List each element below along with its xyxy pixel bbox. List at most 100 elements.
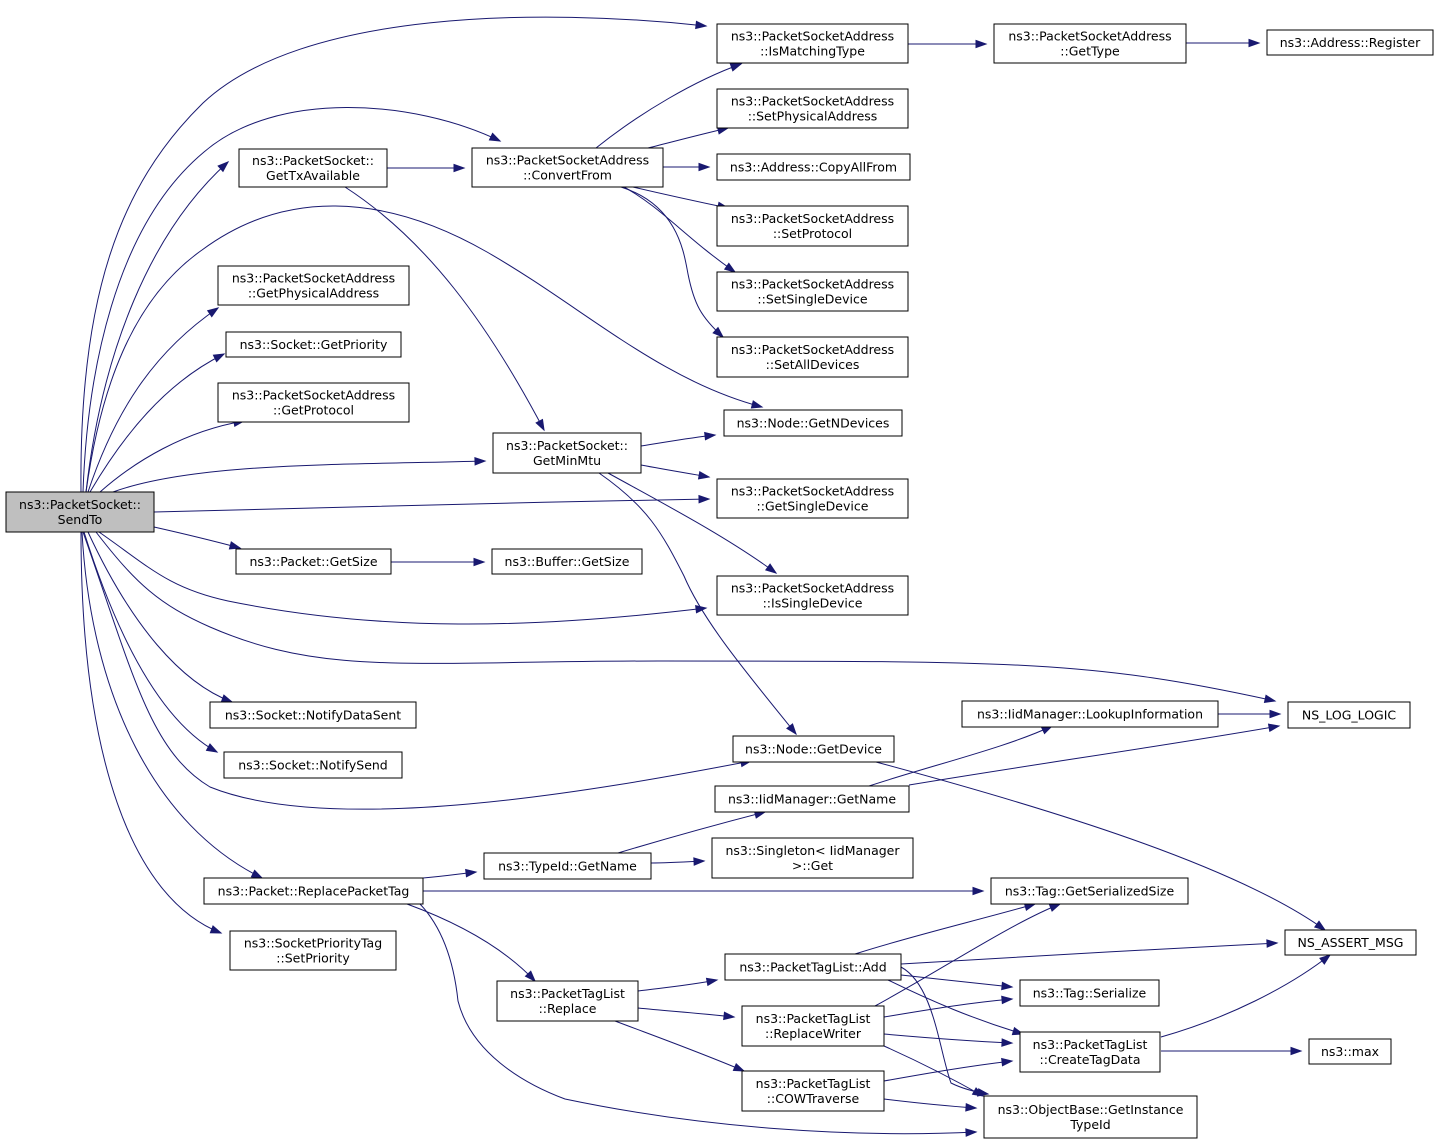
node-ismatchingtype[interactable]: ns3::PacketSocketAddress::IsMatchingType (716, 23, 909, 64)
node-box (723, 409, 903, 437)
node-copyallfrom[interactable]: ns3::Address::CopyAllFrom (716, 153, 911, 181)
call-nodes: ns3::PacketSocket::SendTons3::PacketSock… (5, 23, 1434, 1139)
edge-SendTo-to-GetProtocol (99, 418, 246, 493)
node-createtagdata[interactable]: ns3::PacketTagList::CreateTagData (1019, 1031, 1161, 1073)
node-register[interactable]: ns3::Address::Register (1266, 29, 1434, 56)
edge-line (883, 1060, 1013, 1082)
node-gettxavailable[interactable]: ns3::PacketSocket::GetTxAvailable (238, 148, 388, 188)
node-label: ns3::PacketTagList (1033, 1037, 1148, 1052)
node-setphysicaladdress[interactable]: ns3::PacketSocketAddress::SetPhysicalAdd… (716, 88, 909, 129)
edge-COWTraverse-to-CreateTagData (883, 1057, 1014, 1082)
node-convertfrom[interactable]: ns3::PacketSocketAddress::ConvertFrom (471, 147, 664, 188)
edge-line (640, 434, 716, 447)
node-sendto[interactable]: ns3::PacketSocket::SendTo (5, 491, 155, 533)
arrowhead (212, 353, 226, 363)
node-box (492, 432, 642, 474)
node-box (990, 877, 1189, 905)
node-tagserialize[interactable]: ns3::Tag::Serialize (1019, 979, 1160, 1007)
node-label: TypeId (1069, 1117, 1110, 1132)
edge-TypeIdGetName-to-IidGetName (617, 810, 767, 854)
edge-line (620, 186, 724, 338)
arrowhead (695, 20, 708, 30)
edge-ReplacePacketTag-to-GetInstanceTypeId (419, 903, 978, 1137)
node-getphysicaladdress[interactable]: ns3::PacketSocketAddress::GetPhysicalAdd… (217, 265, 410, 306)
arrowhead (723, 262, 737, 273)
node-ptladd[interactable]: ns3::PacketTagList::Add (724, 953, 902, 981)
edge-SendTo-to-SetPriority (80, 531, 223, 934)
node-getndevices[interactable]: ns3::Node::GetNDevices (723, 409, 903, 437)
edge-ReplaceWriter-to-GetInstanceTypeId (883, 1045, 985, 1097)
edge-PTLAdd-to-NS_ASSERT_MSG (900, 939, 1279, 965)
edge-line (80, 16, 707, 493)
edge-line (874, 903, 1061, 1007)
node-box (217, 382, 410, 423)
node-cowtraverse[interactable]: ns3::PacketTagList::COWTraverse (741, 1070, 885, 1112)
node-getdevice[interactable]: ns3::Node::GetDevice (732, 735, 895, 763)
edge-line (153, 498, 710, 513)
node-gettypeaddr[interactable]: ns3::PacketSocketAddress::GetType (993, 23, 1187, 64)
node-ns_assert_msg[interactable]: NS_ASSERT_MSG (1284, 929, 1417, 956)
node-replacepackettag[interactable]: ns3::Packet::ReplacePacketTag (203, 877, 424, 905)
edge-line (623, 186, 736, 273)
arrowhead (1001, 981, 1014, 991)
node-iidgetname[interactable]: ns3::IidManager::GetName (714, 785, 910, 813)
node-setprotocol[interactable]: ns3::PacketSocketAddress::SetProtocol (716, 205, 909, 247)
node-box (716, 271, 909, 312)
arrowhead (972, 886, 985, 896)
arrowhead (965, 1128, 978, 1137)
node-typeidgetname[interactable]: ns3::TypeId::GetName (483, 852, 652, 880)
node-label: ::GetProtocol (273, 403, 354, 418)
node-label: ns3::PacketSocketAddress (731, 342, 894, 357)
arrowhead (205, 743, 219, 753)
edge-SendTo-to-GetTxAvailable (85, 161, 230, 493)
node-socketgetpriority[interactable]: ns3::Socket::GetPriority (225, 331, 402, 358)
node-lookupinformation[interactable]: ns3::IidManager::LookupInformation (961, 700, 1219, 728)
node-ns_log_logic[interactable]: NS_LOG_LOGIC (1287, 701, 1411, 729)
node-setpriority[interactable]: ns3::SocketPriorityTag::SetPriority (229, 930, 397, 971)
arrowhead (220, 694, 234, 703)
node-buffergetsize[interactable]: ns3::Buffer::GetSize (491, 548, 643, 575)
edge-line (83, 531, 218, 753)
node-label: ::IsSingleDevice (763, 596, 863, 611)
node-box (716, 153, 911, 181)
node-setalldevices[interactable]: ns3::PacketSocketAddress::SetAllDevices (716, 336, 909, 378)
node-replacewriter[interactable]: ns3::PacketTagList::ReplaceWriter (741, 1005, 885, 1047)
edge-line (85, 161, 229, 493)
node-box (5, 491, 155, 533)
node-notifysend[interactable]: ns3::Socket::NotifySend (223, 751, 403, 779)
node-getsingledevice[interactable]: ns3::PacketSocketAddress::GetSingleDevic… (716, 478, 909, 519)
node-notifydatasent[interactable]: ns3::Socket::NotifyDataSent (209, 701, 417, 729)
node-setsingledevice[interactable]: ns3::PacketSocketAddress::SetSingleDevic… (716, 271, 909, 312)
node-singletonget[interactable]: ns3::Singleton< IidManager>::Get (711, 837, 914, 879)
edge-line (95, 531, 1276, 702)
edge-line (99, 420, 245, 493)
node-issingledevice[interactable]: ns3::PacketSocketAddress::IsSingleDevice (716, 575, 909, 616)
node-label: ns3::PacketSocket:: (252, 153, 374, 168)
edge-line (883, 1045, 984, 1097)
node-max[interactable]: ns3::max (1308, 1038, 1392, 1065)
node-label: ns3::Address::CopyAllFrom (730, 160, 897, 175)
node-label: ::SetAllDevices (766, 357, 860, 372)
node-box (741, 1070, 885, 1112)
node-packetgetsize[interactable]: ns3::Packet::GetSize (235, 548, 392, 575)
node-getminmtu[interactable]: ns3::PacketSocket::GetMinMtu (492, 432, 642, 474)
node-getserializedsize[interactable]: ns3::Tag::GetSerializedSize (990, 877, 1189, 905)
node-label: ::SetSingleDevice (757, 292, 867, 307)
node-box (983, 1095, 1198, 1139)
arrowhead (975, 39, 988, 49)
edge-line (344, 186, 545, 431)
edge-SendTo-to-ConvertFrom (82, 107, 502, 493)
edge-line (868, 725, 1053, 787)
edge-SendTo-to-IsMatchingType (80, 16, 708, 493)
node-label: ::GetSingleDevice (757, 499, 869, 514)
edge-line (598, 472, 797, 735)
node-label: ns3::Socket::GetPriority (240, 337, 388, 352)
node-ptlreplace[interactable]: ns3::PacketTagList::Replace (496, 980, 639, 1022)
node-getprotocol[interactable]: ns3::PacketSocketAddress::GetProtocol (217, 382, 410, 423)
edge-SendTo-to-ReplacePacketTag (81, 531, 264, 879)
node-box (471, 147, 664, 188)
edge-SendTo-to-NotifySend (83, 531, 219, 753)
node-box (1308, 1038, 1392, 1065)
node-box (235, 548, 392, 575)
